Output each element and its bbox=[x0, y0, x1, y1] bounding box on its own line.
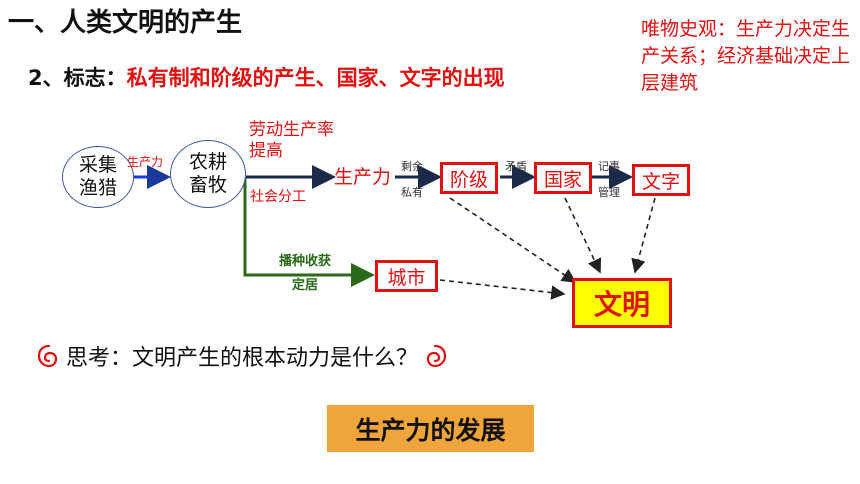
answer-box: 生产力的发展 bbox=[327, 405, 534, 452]
edge-label-surplus: 剩余 bbox=[401, 160, 423, 173]
question-text: 思考：文明产生的根本动力是什么？ bbox=[66, 346, 419, 371]
node-class: 阶级 bbox=[440, 162, 498, 194]
dashed-state-civ bbox=[564, 197, 602, 274]
node-state: 国家 bbox=[534, 162, 592, 194]
edge-label-productivity-small: 生产力 bbox=[127, 155, 164, 169]
dashed-city-civ bbox=[439, 279, 566, 300]
node-civilization: 文明 bbox=[572, 278, 672, 328]
materialism-note: 唯物史观：生产力决定生产关系；经济基础决定上层建筑 bbox=[641, 18, 851, 94]
label-harvest: 播种收获 bbox=[278, 254, 331, 269]
label-division-of-labor: 社会分工 bbox=[250, 189, 306, 205]
dashed-class-civ bbox=[449, 197, 577, 283]
node-city: 城市 bbox=[375, 260, 438, 292]
page-title: 一、人类文明的产生 bbox=[8, 8, 243, 38]
label-productivity: 生产力 bbox=[334, 166, 392, 188]
edge-label-conflict: 矛盾 bbox=[505, 160, 527, 173]
question-row: 思考：文明产生的根本动力是什么？ bbox=[36, 340, 448, 372]
swirl-icon bbox=[426, 344, 447, 368]
label-labor-productivity: 劳动生产率提高 bbox=[249, 120, 334, 161]
dashed-writing-civ bbox=[631, 197, 656, 274]
edge-label-manage: 管理 bbox=[598, 186, 620, 199]
swirl-icon bbox=[37, 344, 58, 368]
label-settle: 定居 bbox=[291, 278, 318, 293]
edge-label-private: 私有 bbox=[401, 186, 423, 199]
page-subtitle: 2、标志：私有制和阶级的产生、国家、文字的出现 bbox=[28, 62, 505, 92]
node-writing: 文字 bbox=[632, 164, 690, 196]
subtitle-prefix: 2、标志： bbox=[28, 66, 127, 90]
subtitle-highlight: 私有制和阶级的产生、国家、文字的出现 bbox=[126, 66, 505, 90]
edge-label-record: 记事 bbox=[598, 160, 620, 173]
node-farm: 农耕畜牧 bbox=[170, 140, 246, 208]
green-branch-line bbox=[243, 178, 375, 287]
node-gather: 采集渔猎 bbox=[62, 146, 134, 208]
